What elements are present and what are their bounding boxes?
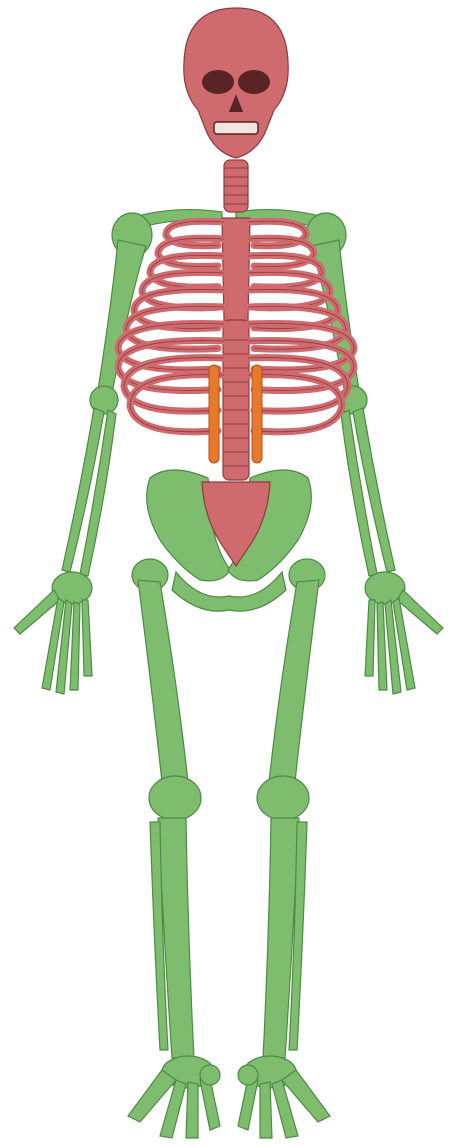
right-eye-socket	[238, 70, 270, 94]
left-foot	[128, 1056, 220, 1138]
right-psoas-highlight	[252, 365, 262, 463]
right-foot	[238, 1056, 330, 1138]
skull	[184, 8, 288, 158]
lumbar-spine	[223, 320, 249, 480]
right-knee	[257, 776, 309, 820]
left-knee	[149, 776, 201, 820]
left-hand	[14, 572, 92, 694]
left-femur	[138, 580, 188, 782]
right-hand	[365, 572, 443, 694]
teeth-row	[214, 122, 258, 134]
right-femur	[269, 580, 319, 782]
left-eye-socket	[202, 70, 234, 94]
pubic-arch	[172, 572, 286, 611]
left-psoas-highlight	[209, 365, 219, 463]
